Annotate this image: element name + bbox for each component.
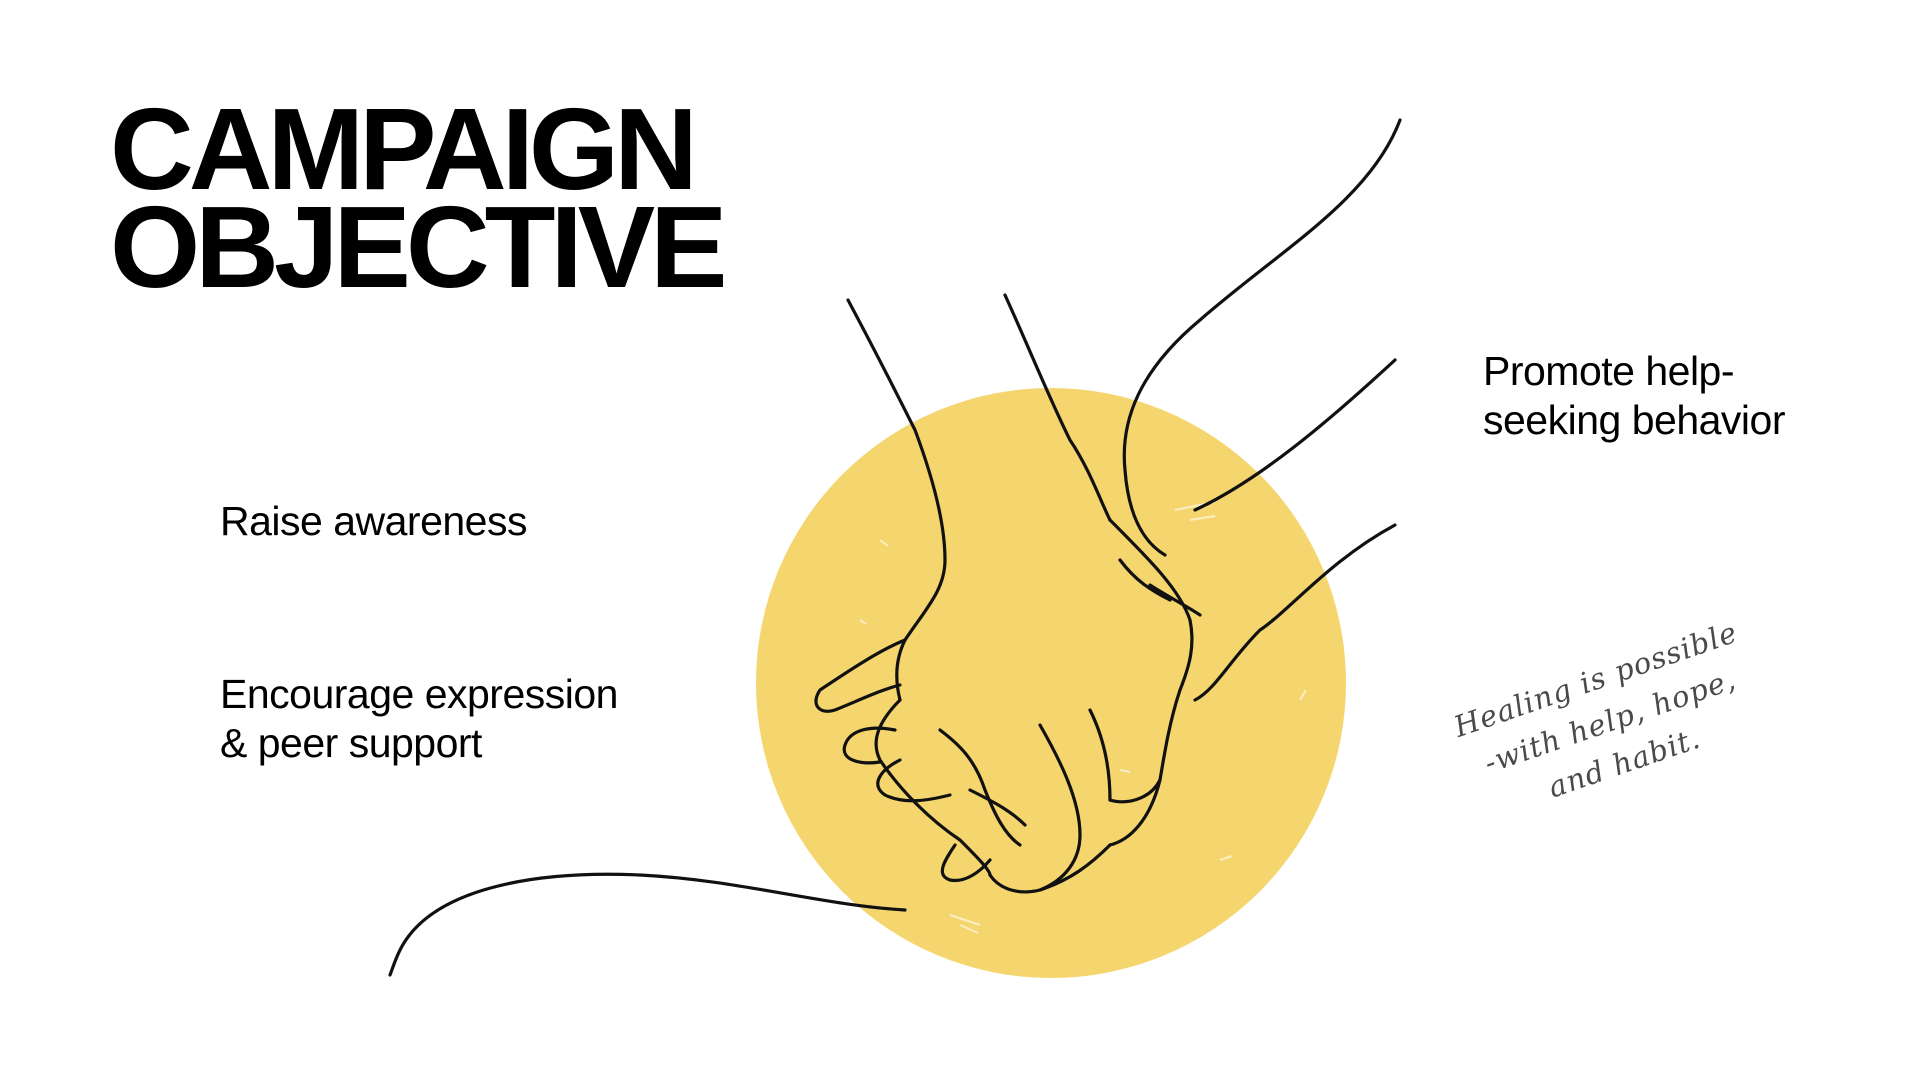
- objective-promote-help-seeking: Promote help- seeking behavior: [1483, 347, 1785, 445]
- objective-encourage-line-2: & peer support: [220, 720, 482, 766]
- objective-encourage-expression: Encourage expression & peer support: [220, 670, 618, 768]
- objective-promote-line-1: Promote help-: [1483, 348, 1735, 394]
- objective-promote-line-2: seeking behavior: [1483, 397, 1785, 443]
- title-line-1: CAMPAIGN: [110, 84, 698, 214]
- title-line-2: OBJECTIVE: [110, 182, 727, 312]
- yellow-circle: [756, 388, 1346, 978]
- hand-outline: [388, 118, 1402, 977]
- objective-encourage-line-1: Encourage expression: [220, 671, 618, 717]
- objective-raise-text: Raise awareness: [220, 498, 528, 544]
- page-title: CAMPAIGN OBJECTIVE: [110, 84, 727, 312]
- objective-raise-awareness: Raise awareness: [220, 497, 528, 546]
